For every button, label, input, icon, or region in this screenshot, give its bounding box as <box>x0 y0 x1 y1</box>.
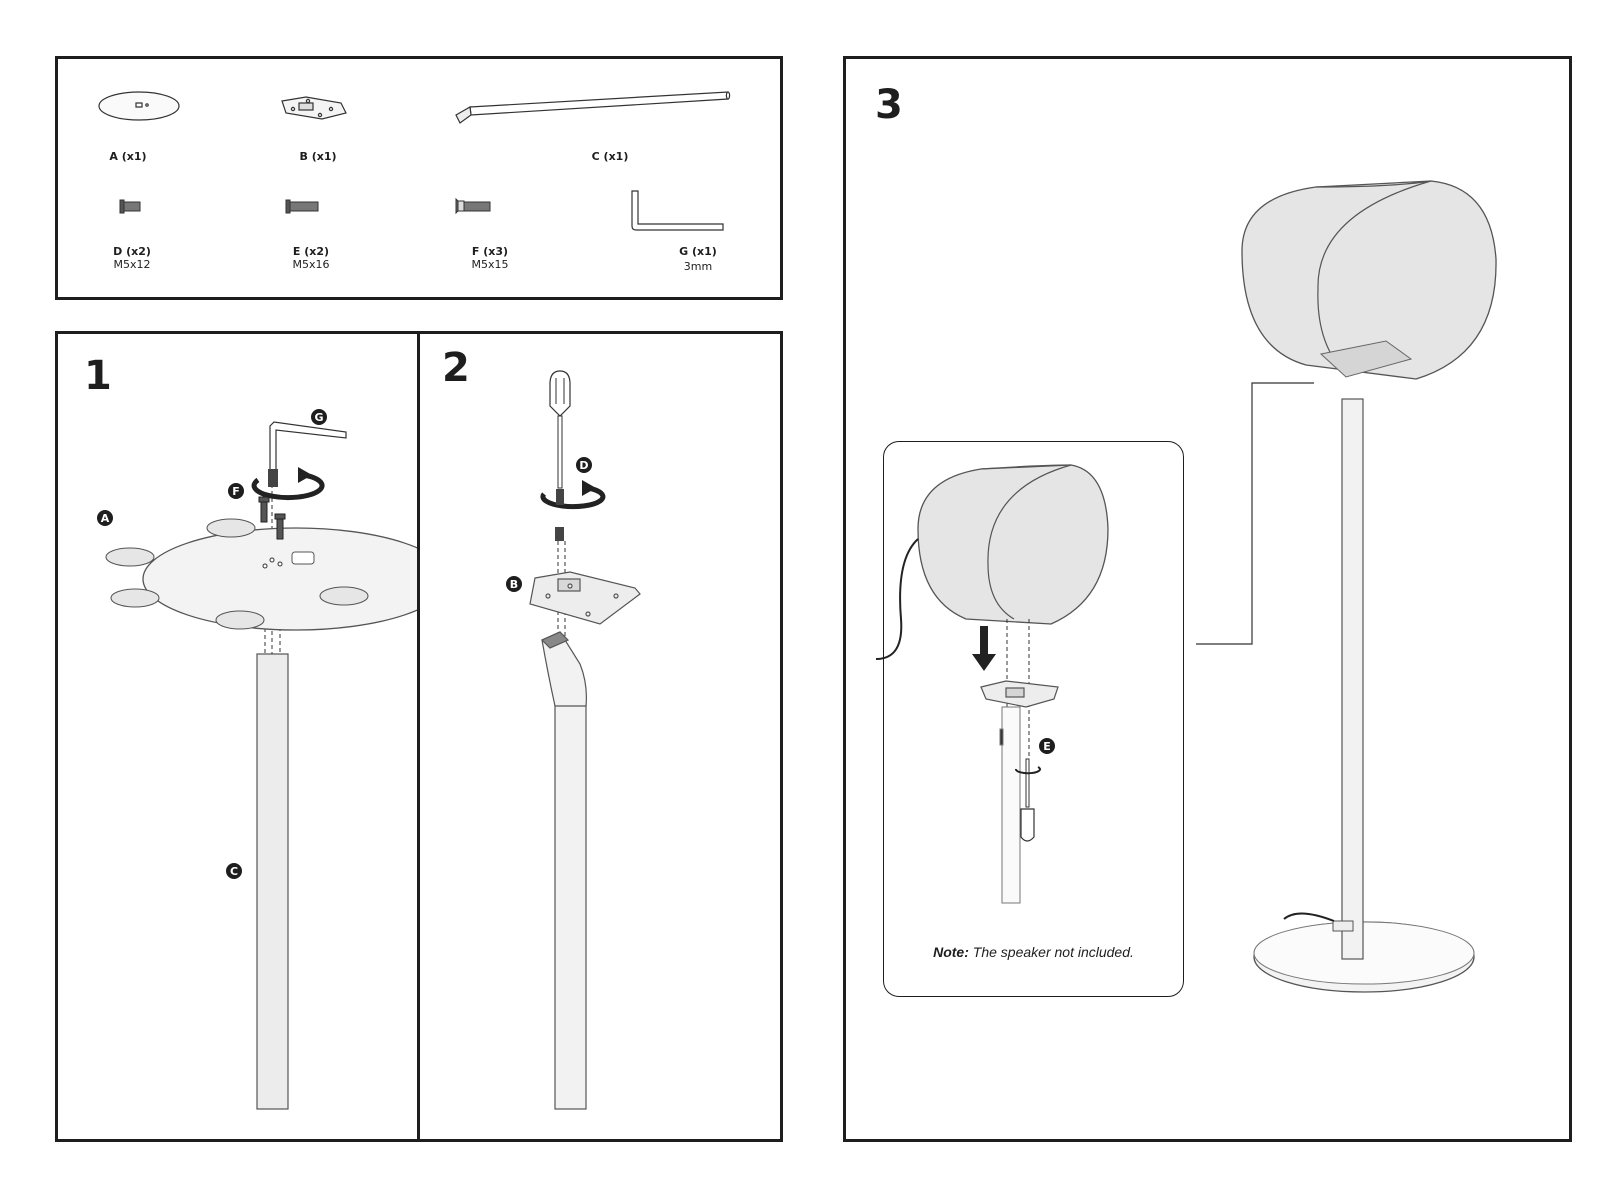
part-d-screw <box>120 200 140 213</box>
svg-text:C: C <box>230 865 238 878</box>
part-label: E (x2) <box>293 245 329 258</box>
hex-key-g <box>254 422 346 498</box>
svg-text:D: D <box>579 459 588 472</box>
part-g-hex-key <box>632 191 723 230</box>
bracket-b <box>530 572 640 624</box>
callout-f: F <box>228 483 244 499</box>
pole-c-with-head <box>542 632 586 1109</box>
callout-b: B <box>506 576 522 592</box>
pole-c <box>257 654 288 1109</box>
screw-d-lower <box>555 527 564 541</box>
svg-text:G: G <box>314 411 323 424</box>
part-label: F (x3) <box>472 245 508 258</box>
part-label: C (x1) <box>592 150 629 163</box>
step-2-panel: 2 D <box>417 331 783 1142</box>
step-1-panel: 1 <box>55 331 420 1142</box>
svg-text:F: F <box>232 485 240 498</box>
assembled-stand <box>1254 399 1474 992</box>
callout-a: A <box>97 510 113 526</box>
callout-d: D <box>576 457 592 473</box>
part-spec: M5x15 <box>472 258 509 271</box>
speaker-on-stand <box>1242 181 1496 379</box>
callout-c: C <box>226 863 242 879</box>
part-label: B (x1) <box>299 150 336 163</box>
part-label: D (x2) <box>113 245 151 258</box>
note-body: The speaker not included. <box>969 944 1134 960</box>
part-label: G (x1) <box>679 245 717 258</box>
part-a-base-plate <box>99 92 179 120</box>
part-e-screw <box>286 200 318 213</box>
note-text: Note: The speaker not included. <box>884 944 1183 960</box>
note-prefix: Note: <box>933 944 969 960</box>
detail-inset: Note: The speaker not included. <box>883 441 1184 997</box>
part-b-bracket <box>282 97 346 119</box>
step-1-illustration: G F A C <box>58 334 423 1145</box>
step-2-illustration: D B <box>420 334 786 1145</box>
part-spec: 3mm <box>684 260 712 273</box>
screw-d-top <box>556 489 564 505</box>
part-c-pole <box>456 92 730 123</box>
callout-g: G <box>311 409 327 425</box>
screwdriver <box>550 371 570 488</box>
part-f-screw <box>456 199 490 213</box>
step-3-panel: 3 <box>843 56 1572 1142</box>
part-label: A (x1) <box>109 150 146 163</box>
parts-list-panel: A (x1) B (x1) C (x1) D (x2)M5x12 E (x2)M5x16… <box>55 56 783 300</box>
svg-text:A: A <box>101 512 110 525</box>
parts-illustrations <box>58 59 786 303</box>
part-spec: M5x16 <box>293 258 330 271</box>
svg-text:B: B <box>510 578 518 591</box>
part-spec: M5x12 <box>114 258 151 271</box>
detail-connector-line <box>1196 383 1314 644</box>
